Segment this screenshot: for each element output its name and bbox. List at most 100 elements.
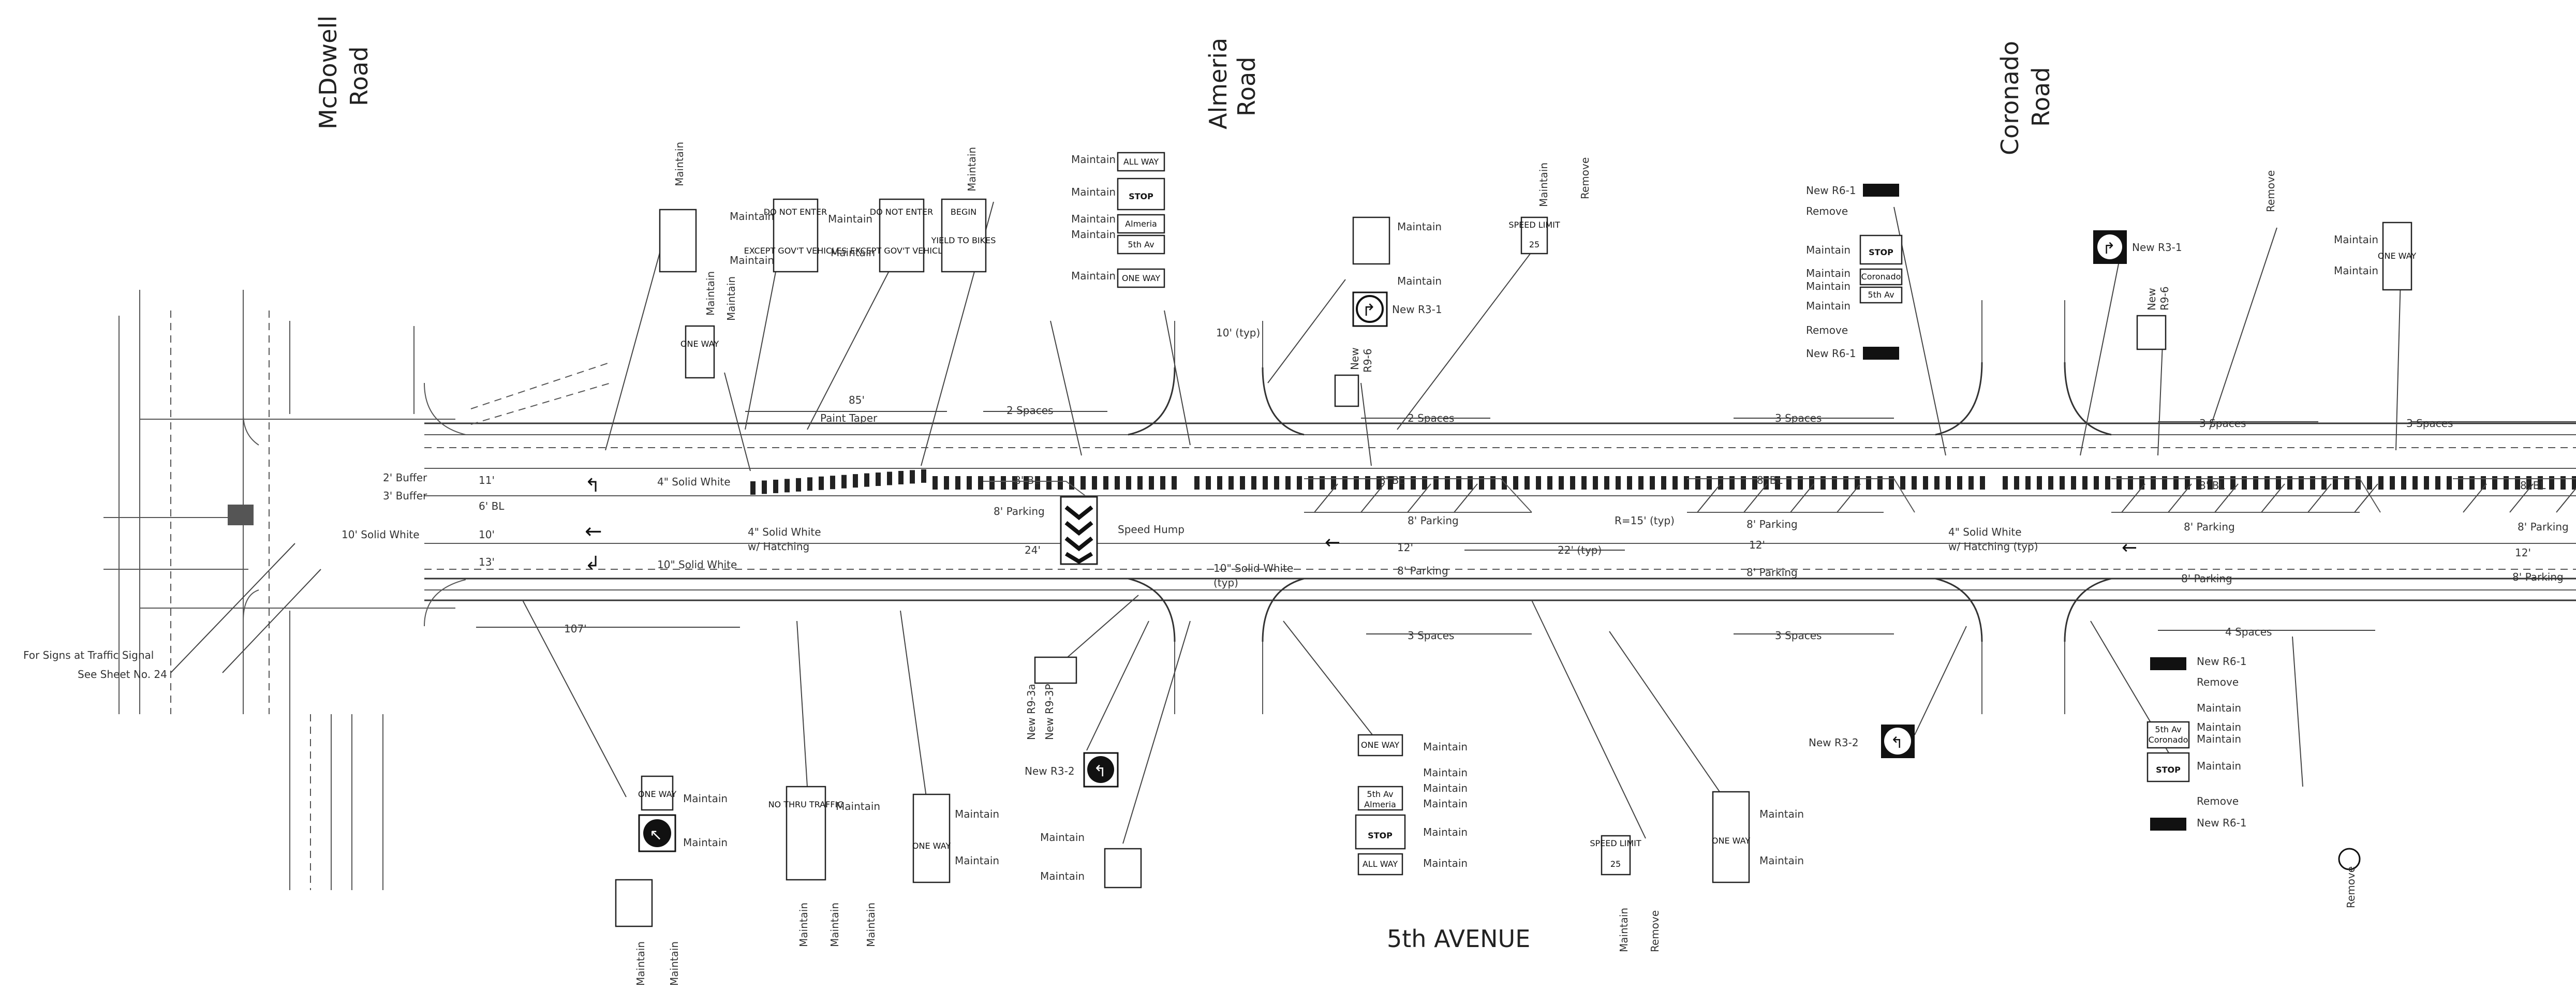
bike-lane-tick — [876, 472, 881, 486]
label-spaces-2b: 2 Spaces — [1408, 412, 1454, 424]
bike-lane-tick — [1684, 476, 1689, 490]
label-traffic-signal-note: For Signs at Traffic Signal — [23, 649, 154, 661]
bike-lane-tick — [1616, 476, 1621, 490]
bike-lane-tick — [784, 479, 790, 493]
bike-lane-tick — [2287, 476, 2292, 490]
bike-lane-tick — [1627, 476, 1632, 490]
bike-lane-tick — [773, 479, 778, 493]
label-parking-8-e: 8' Parking — [1746, 566, 1798, 579]
note-maintain-al3: Maintain — [1071, 213, 1116, 225]
sign-street-5th-coronado: 5th Av — [1859, 286, 1903, 304]
sign-one-way-mcdowell-bottom: ONE WAY — [638, 775, 676, 811]
lane-labels: 2' Buffer 3' Buffer 11' 6' BL 10' 13' 10… — [23, 327, 2569, 681]
bike-lane-tick — [1866, 476, 1871, 490]
bike-lane-tick — [1855, 476, 1860, 490]
bike-lane-tick — [1775, 476, 1780, 490]
bike-lane-tick — [2538, 476, 2543, 490]
bike-lane-tick — [2469, 476, 2475, 490]
svg-text:ONE WAY: ONE WAY — [1122, 273, 1160, 283]
street-name-coronado: Coronado — [1996, 41, 2024, 155]
note-maintain-mc1: Maintain — [683, 792, 728, 805]
label-r15: R=15' (typ) — [1615, 514, 1675, 527]
label-bl-8-d: 8' BL — [2199, 479, 2225, 492]
parking-hatch-line — [2509, 483, 2534, 513]
bike-lane-tick — [898, 470, 904, 484]
svg-text:25: 25 — [1610, 859, 1621, 869]
note-maintain-oneway-m2: Maintain — [725, 276, 737, 321]
bike-lane-tick — [1536, 476, 1541, 490]
svg-text:SPEED LIMIT: SPEED LIMIT — [1590, 838, 1641, 848]
bike-lane-tick — [2356, 476, 2361, 490]
note-maintain-al5: Maintain — [1071, 270, 1116, 282]
svg-text:DO NOT ENTER: DO NOT ENTER — [870, 207, 934, 217]
bike-lane-tick — [2560, 476, 2566, 490]
bike-lane-tick — [1672, 476, 1678, 490]
bike-lane-tick — [989, 476, 995, 490]
bike-lane-tick — [1695, 476, 1700, 490]
bike-lane-tick — [2071, 476, 2076, 490]
label-typ-22: 22' (typ) — [1558, 544, 1602, 556]
note-maintain-dne1: Maintain — [828, 213, 872, 225]
label-spaces-3-right: 3 Spaces — [2199, 417, 2246, 430]
parking-hatch-line — [1454, 483, 1478, 513]
turn-arrow-icon: ↱ — [1362, 300, 1376, 320]
bike-lane-tick — [2105, 476, 2110, 490]
label-w24: 24' — [1025, 544, 1041, 556]
bike-lane-tick — [1092, 476, 1097, 490]
svg-text:ONE WAY: ONE WAY — [1361, 740, 1399, 750]
parking-hatch-line — [2121, 483, 2145, 513]
label-bl-8-b: 8' BL — [1379, 474, 1405, 486]
sign-all-way-almeria: ALL WAY — [1117, 152, 1165, 172]
sign-no-left-almeria — [1352, 216, 1390, 265]
bike-lane-tick — [1354, 476, 1359, 490]
sign-do-not-enter-2: DO NOT ENTER EXCEPT GOV'T VEHICLES — [850, 198, 953, 273]
label-solid-white-10-left: 10' Solid White — [342, 528, 420, 541]
note-maintain-dne1c: Maintain — [730, 254, 774, 267]
bike-lane-tick — [1957, 476, 1962, 490]
sign-one-way-bottom-3: ONE WAY — [1712, 791, 1750, 883]
label-paint-taper-len: 85' — [849, 394, 865, 406]
note-maintain-speed-bot: Maintain — [1618, 908, 1630, 952]
bike-lane-tick — [1376, 476, 1382, 490]
bike-lane-tick — [2173, 476, 2179, 490]
bike-lane-tick — [1934, 476, 1940, 490]
label-bl-6: 6' BL — [479, 500, 505, 512]
note-maintain-cb2: Maintain — [2197, 721, 2241, 733]
sign-street-almeria-bottom: 5th Av Almeria — [1357, 786, 1403, 811]
bike-lane-tick — [750, 481, 756, 495]
svg-text:YIELD TO BIKES: YIELD TO BIKES — [931, 235, 996, 245]
street-name-mcdowell-road: Road — [345, 47, 373, 106]
bike-lane-tick — [2310, 476, 2315, 490]
svg-text:NO THRU TRAFFIC: NO THRU TRAFFIC — [768, 800, 843, 809]
note-maintain-almeria-nl2: Maintain — [1397, 275, 1442, 287]
sign-one-way-mcdowell: ONE WAY — [680, 325, 719, 379]
note-new-r3-1-coronado: New R3-1 — [2132, 241, 2182, 254]
parking-hatch-line — [1360, 483, 1385, 513]
sign-street-5th-almeria: 5th Av — [1117, 234, 1165, 255]
bike-lane-tick — [1445, 476, 1450, 490]
sign-street-coronado: Coronado — [1859, 268, 1903, 286]
bike-lane-tick — [1217, 476, 1222, 490]
bike-lane-tick — [2401, 476, 2406, 490]
label-parking-8-c: 8' Parking — [1397, 565, 1448, 577]
note-maintain-cor2: Maintain — [1806, 267, 1850, 279]
bike-lane-tick — [1593, 476, 1598, 490]
label-lane-13: 13' — [479, 556, 495, 568]
label-parking-8-a: 8' Parking — [994, 505, 1045, 518]
bike-lane-tick — [2048, 476, 2053, 490]
sign-r6-1-coronado-bot-bottom — [2150, 818, 2186, 831]
label-dim-107: 107' — [564, 623, 587, 635]
note-maintain-cor4: Maintain — [1806, 300, 1850, 312]
svg-text:Coronado: Coronado — [1861, 272, 1901, 282]
bike-lane-tick — [1877, 476, 1883, 490]
bike-lane-tick — [1058, 476, 1063, 490]
bike-lane-tick — [1411, 476, 1416, 490]
bike-lane-tick — [1638, 476, 1644, 490]
note-maintain-alb1: Maintain — [1040, 831, 1085, 844]
sign-r3-2-almeria: ↰ — [1083, 752, 1119, 788]
sign-almeria-bottom-stack — [1104, 848, 1142, 889]
note-maintain-cb3: Maintain — [2197, 733, 2241, 745]
svg-text:ONE WAY: ONE WAY — [680, 339, 719, 349]
arrow-left-icon: ← — [2122, 537, 2137, 558]
bike-lane-tick — [2139, 476, 2144, 490]
